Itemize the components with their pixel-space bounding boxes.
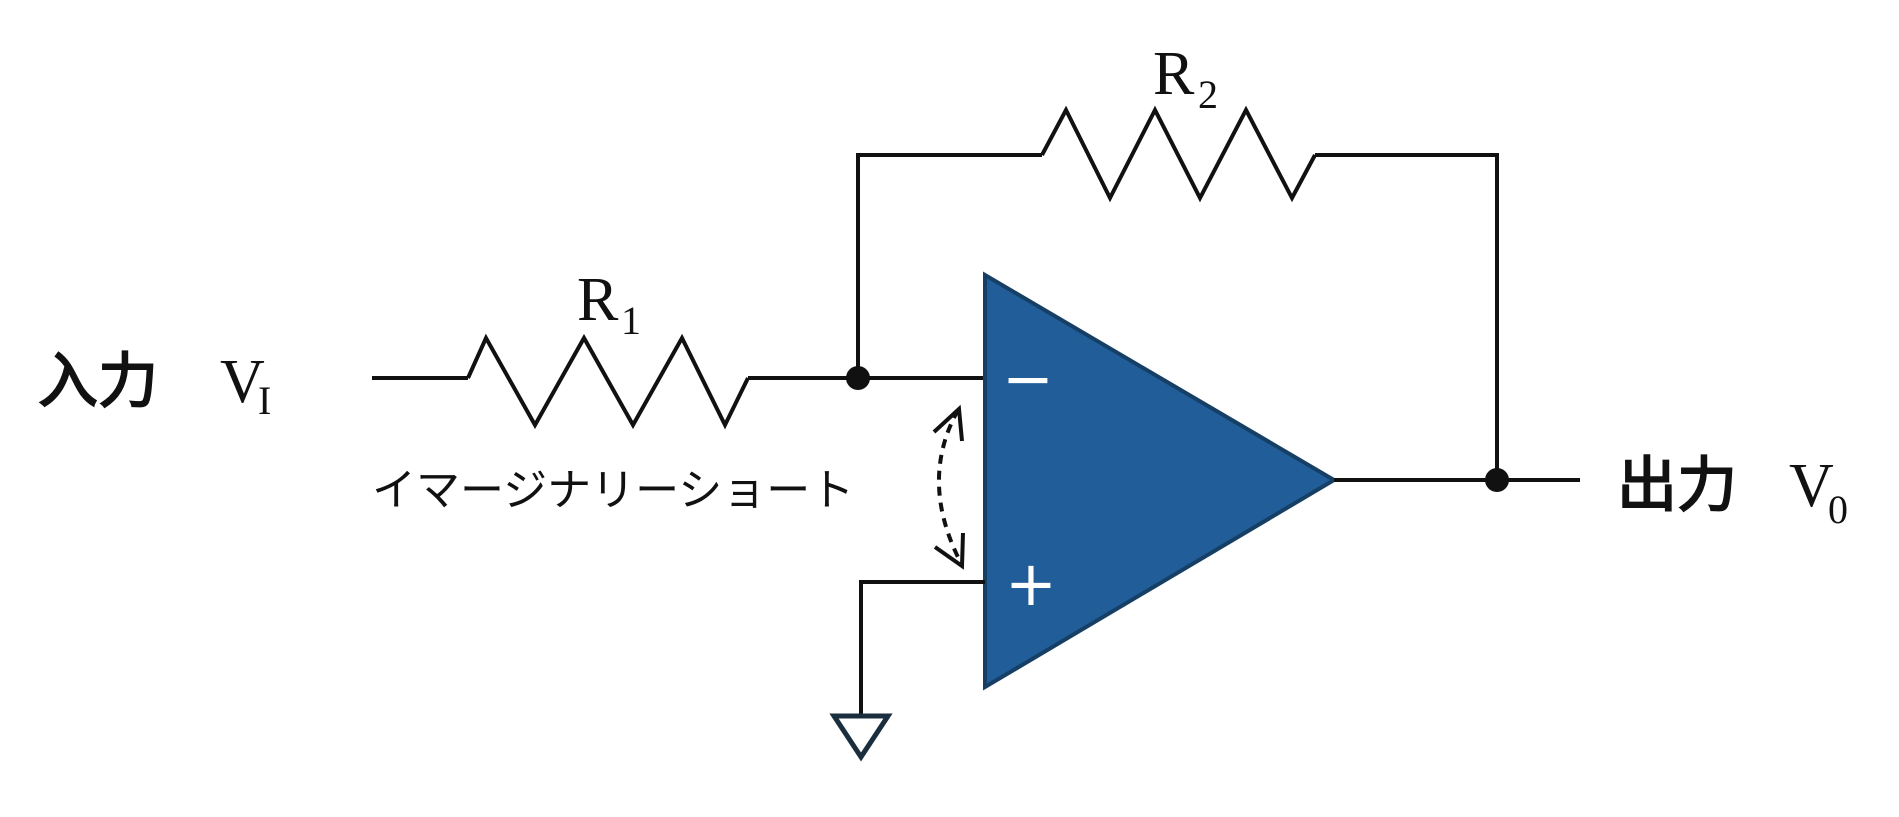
- virtual-short-label: イマージナリーショート: [372, 465, 854, 516]
- resistor-r2: [1040, 105, 1317, 203]
- virtual-short-arrow: [937, 409, 964, 566]
- input-label-subscript: I: [258, 378, 271, 423]
- input-label-symbol: V: [220, 348, 265, 416]
- feedback-left-wire: [856, 153, 1042, 378]
- output-label-prefix: 出力: [1617, 451, 1737, 521]
- opamp-triangle: [983, 271, 1338, 691]
- noninverting-input-sign: +: [1005, 547, 1057, 620]
- junction-dot-output-node: [1485, 468, 1509, 492]
- ground-icon: [829, 713, 893, 762]
- output-label-symbol: V: [1789, 452, 1834, 520]
- r1-label-symbol: R: [577, 266, 619, 334]
- output-label-subscript: 0: [1828, 487, 1848, 532]
- inverting-input-sign: −: [1002, 342, 1054, 415]
- junction-dot-input-node: [846, 366, 870, 390]
- r2-label-symbol: R: [1153, 40, 1195, 108]
- feedback-right-wire: [1315, 153, 1499, 480]
- virtual-short-arrowhead-bottom: [933, 532, 965, 570]
- virtual-short-arrowhead-top: [932, 404, 964, 442]
- r1-label-subscript: 1: [621, 298, 641, 343]
- resistor-r1: [466, 333, 750, 430]
- r2-label-subscript: 2: [1198, 72, 1218, 117]
- noninverting-ground-wire: [859, 580, 985, 716]
- input-label-prefix: 入力: [38, 347, 158, 417]
